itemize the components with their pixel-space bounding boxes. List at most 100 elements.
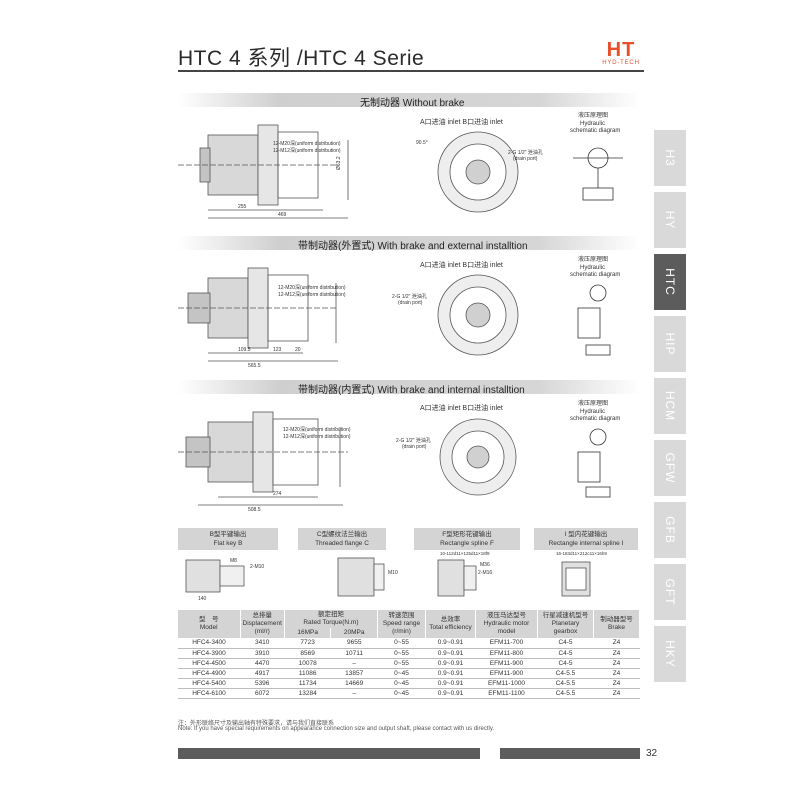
- table-cell: HFC4-5400: [178, 678, 240, 689]
- table-cell: EFM11-1100: [475, 688, 538, 699]
- label-565: 565.5: [248, 363, 261, 369]
- table-cell: 10078: [284, 658, 331, 669]
- tab-hky[interactable]: HKY: [654, 626, 686, 682]
- label-2m10: 2-M10: [250, 564, 264, 570]
- table-cell: C4-5: [537, 648, 594, 659]
- drawing-internal-brake: 12-M20深(uniform distribution) 12-M12深(un…: [178, 399, 620, 513]
- label-m12: 12-M12深(uniform distribution): [278, 291, 346, 298]
- tab-gfb[interactable]: GFB: [654, 502, 686, 558]
- th-16mpa: 16MPa: [284, 628, 332, 638]
- label-spline-f: 10-112d11×125d11×18f9: [440, 551, 490, 556]
- label-20: 20: [295, 347, 301, 353]
- tab-hcm[interactable]: HCM: [654, 378, 686, 434]
- table-cell: 4917: [240, 668, 285, 679]
- label-drain-en: (drain port): [402, 444, 427, 450]
- label-109: 109.5: [238, 347, 251, 353]
- table-cell: Z4: [593, 678, 640, 689]
- logo-subtitle: HYD-TECH: [602, 60, 640, 66]
- drawing-external-brake: 12-M20深(uniform distribution) 12-M12深(un…: [178, 255, 620, 369]
- table-cell: EFM11-700: [475, 638, 538, 649]
- table-cell: 6072: [240, 688, 285, 699]
- label-drain: 2-G 1/2" 泄油孔: [392, 293, 427, 300]
- table-cell: 7723: [284, 638, 331, 649]
- table-cell: 5396: [240, 678, 285, 689]
- table-cell: 3410: [240, 638, 285, 649]
- label-m12: 12-M12深(uniform distribution): [273, 147, 341, 154]
- table-cell: 13857: [330, 668, 378, 679]
- hydraulic-en-1: Hydraulic: [580, 121, 605, 127]
- page-number: 32: [646, 748, 658, 759]
- table-cell: 9655: [330, 638, 378, 649]
- label-diameter: Ø63.2: [336, 156, 342, 170]
- label-drain: 2-G 1/2" 泄油孔: [396, 437, 431, 444]
- table-cell: 0~55: [377, 648, 426, 659]
- table-cell: 11086: [284, 668, 331, 679]
- section-bar-internal-brake: [178, 380, 640, 394]
- ports-label: A口进油 inlet B口进油 inlet: [420, 403, 503, 412]
- table-cell: HFC4-3400: [178, 638, 240, 649]
- label-m20: 12-M20深(uniform distribution): [273, 140, 341, 147]
- table-cell: –: [330, 688, 378, 699]
- label-508: 508.5: [248, 507, 261, 513]
- th-20mpa: 20MPa: [330, 628, 378, 638]
- section-title-external-brake: 带制动器(外置式) With brake and external instal…: [298, 241, 528, 252]
- footer-bar-right: [500, 748, 640, 759]
- series-tabs: H3 HY HTC HIP HCM GFW GFB GFT HKY: [654, 130, 686, 688]
- label-m8: M8: [230, 558, 237, 564]
- label-angle: 90.5°: [416, 140, 428, 146]
- hydraulic-en-2: schematic diagram: [570, 416, 620, 422]
- hydraulic-cn: 液压原理图: [578, 255, 608, 263]
- section-title-internal-brake: 带制动器(内置式) With brake and internal instal…: [298, 385, 525, 396]
- page-title: HTC 4 系列 /HTC 4 Serie: [178, 47, 425, 70]
- table-cell: EFM11-900: [475, 658, 538, 669]
- table-cell: Z4: [593, 648, 640, 659]
- tab-gft[interactable]: GFT: [654, 564, 686, 620]
- table-cell: –: [330, 658, 378, 669]
- table-cell: HFC4-4900: [178, 668, 240, 679]
- table-cell: 0~45: [377, 688, 426, 699]
- tab-htc[interactable]: HTC: [654, 254, 686, 310]
- label-2m16: 2-M16: [478, 570, 492, 576]
- table-cell: EFM11-800: [475, 648, 538, 659]
- label-m36: M36: [480, 562, 490, 568]
- table-cell: Z4: [593, 638, 640, 649]
- table-cell: 13284: [284, 688, 331, 699]
- table-cell: 0~55: [377, 658, 426, 669]
- table-cell: HFC4-4500: [178, 658, 240, 669]
- tab-hip[interactable]: HIP: [654, 316, 686, 372]
- table-cell: 14669: [330, 678, 378, 689]
- table-cell: HFC4-6100: [178, 688, 240, 699]
- table-cell: 0.9~0.91: [425, 688, 476, 699]
- tab-h3[interactable]: H3: [654, 130, 686, 186]
- table-cell: 0~55: [377, 638, 426, 649]
- section-title-without-brake: 无制动器 Without brake: [360, 98, 465, 109]
- logo-mark: HT: [606, 39, 636, 61]
- label-m20: 12-M20深(uniform distribution): [283, 426, 351, 433]
- hydraulic-cn: 液压原理图: [578, 399, 608, 407]
- label-spline-i: 16-183d11×212c11×16h9: [556, 551, 607, 556]
- note-cn: 注：外形联络尺寸及输出轴有特殊要求，请与我们直接联系: [178, 721, 335, 727]
- table-cell: C4-5: [537, 638, 594, 649]
- label-m12: 12-M12深(uniform distribution): [283, 433, 351, 440]
- table-cell: 0.9~0.91: [425, 658, 476, 669]
- ports-label: A口进油 inlet B口进油 inlet: [420, 260, 503, 269]
- tab-gfw[interactable]: GFW: [654, 440, 686, 496]
- label-m10: M10: [388, 570, 398, 576]
- hydraulic-en-1: Hydraulic: [580, 409, 605, 415]
- table-cell: C4-5.5: [537, 678, 594, 689]
- hydraulic-en-1: Hydraulic: [580, 265, 605, 271]
- tab-hy[interactable]: HY: [654, 192, 686, 248]
- label-123: 123: [273, 347, 282, 353]
